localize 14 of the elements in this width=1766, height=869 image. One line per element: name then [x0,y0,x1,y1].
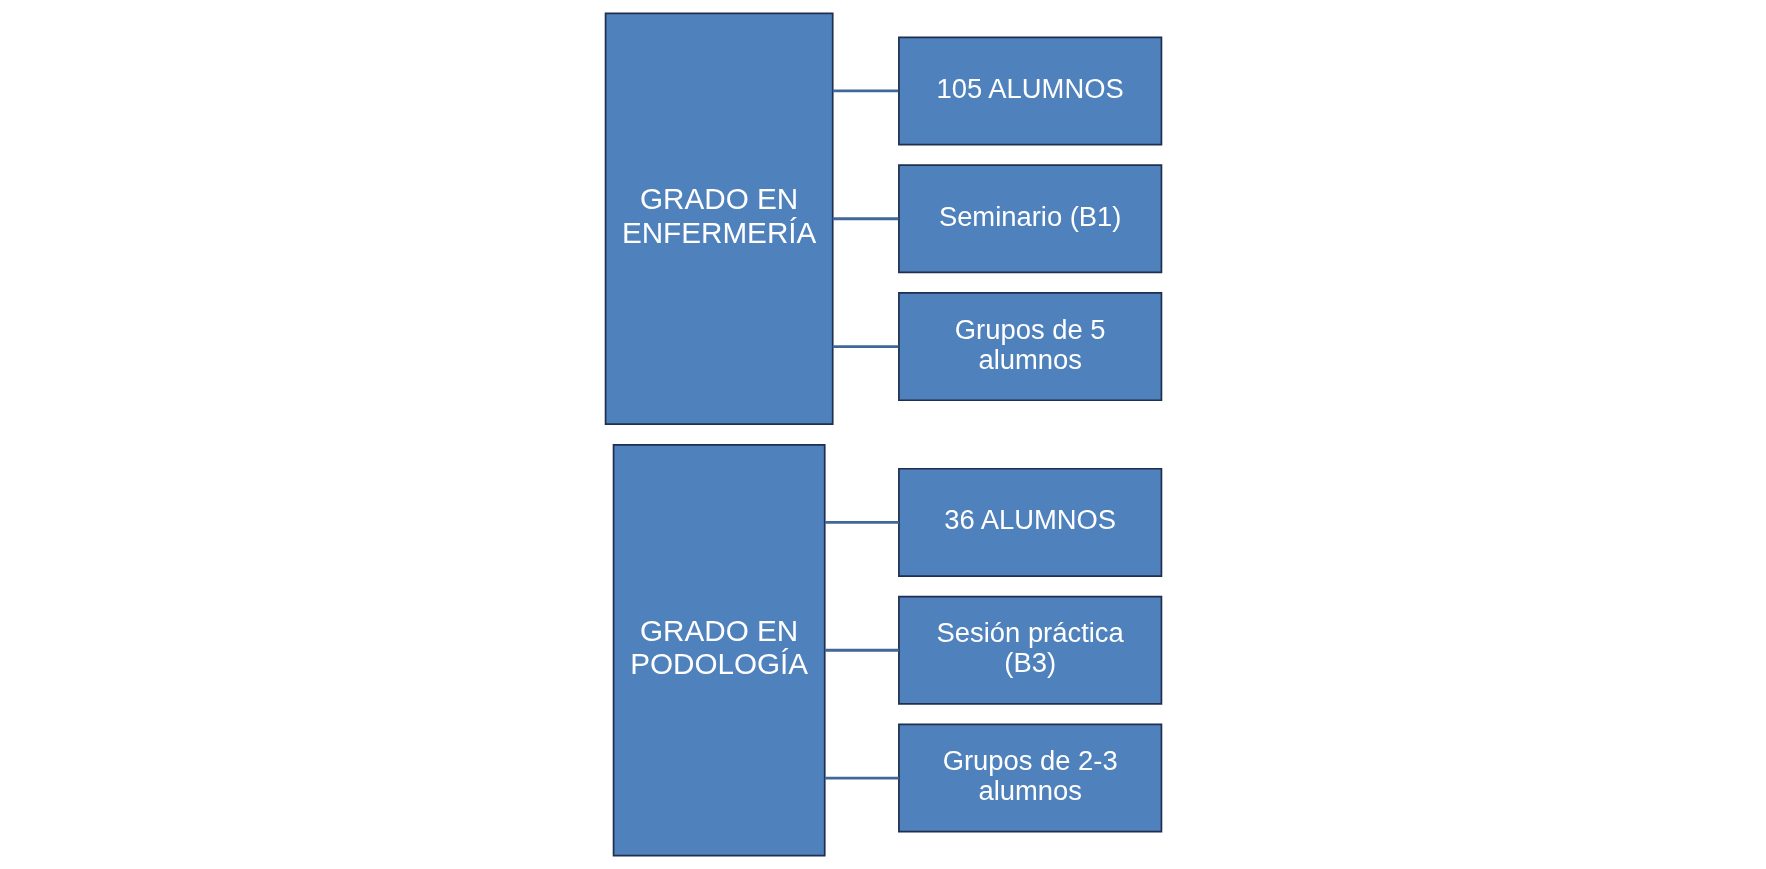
connector [832,89,898,93]
node-box: 105 ALUMNOS [897,36,1162,146]
node-box: GRADO EN ENFERMERÍA [604,12,834,426]
connector [832,345,898,349]
connector [824,520,899,524]
node-box: Grupos de 2-3 alumnos [897,723,1162,833]
connector [824,648,899,652]
connector [832,217,898,221]
connector [824,776,899,780]
node-box: Grupos de 5 alumnos [897,292,1162,402]
node-box: Seminario (B1) [897,164,1162,274]
node-box: 36 ALUMNOS [897,467,1162,577]
node-box: GRADO EN PODOLOGÍA [612,443,826,857]
node-box: Sesión práctica (B3) [897,595,1162,705]
